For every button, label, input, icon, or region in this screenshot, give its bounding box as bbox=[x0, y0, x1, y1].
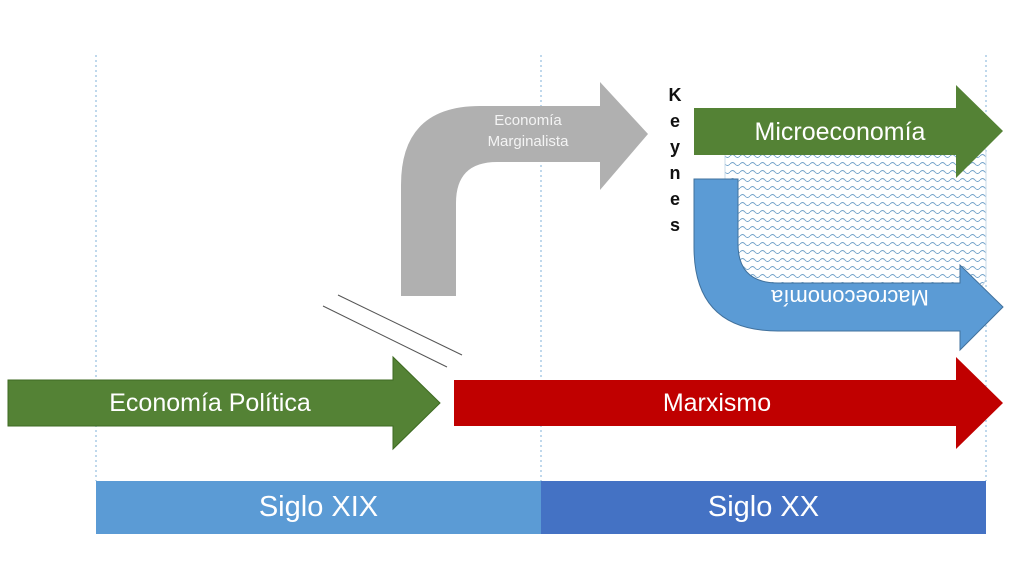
break-mark-2 bbox=[322, 305, 448, 368]
microeconomia-arrow bbox=[694, 85, 1003, 178]
siglo-xx-bar: Siglo XX bbox=[541, 481, 986, 534]
marxismo-arrow bbox=[454, 357, 1003, 449]
micro-macro-texture bbox=[724, 139, 987, 291]
keynes-letter: e bbox=[669, 111, 680, 131]
microeconomia-label: Microeconomía bbox=[754, 118, 926, 146]
economia-politica-label: Economía Política bbox=[109, 389, 311, 417]
economia-politica-arrow bbox=[7, 355, 441, 451]
macroeconomia-label: Macroeconomía bbox=[771, 285, 929, 310]
marginalista-label: Economía Marginalista bbox=[458, 110, 598, 152]
macroeconomia-arrow bbox=[693, 178, 1004, 352]
keynes-letter: y bbox=[669, 137, 680, 157]
marginalista-label-line1: Economía bbox=[494, 112, 562, 129]
keynes-letter: e bbox=[669, 189, 680, 209]
keynes-letter: K bbox=[668, 85, 682, 105]
keynes-letter: n bbox=[669, 163, 681, 183]
marginalista-label-line2: Marginalista bbox=[487, 133, 569, 150]
siglo-xix-label: Siglo XIX bbox=[258, 491, 379, 523]
siglo-xx-label: Siglo XX bbox=[707, 491, 820, 523]
marginalista-arrow bbox=[401, 82, 648, 296]
break-mark-1 bbox=[337, 294, 463, 356]
marxismo-label: Marxismo bbox=[662, 389, 772, 417]
keynes-letter: s bbox=[669, 215, 680, 235]
siglo-xix-bar: Siglo XIX bbox=[96, 481, 541, 534]
